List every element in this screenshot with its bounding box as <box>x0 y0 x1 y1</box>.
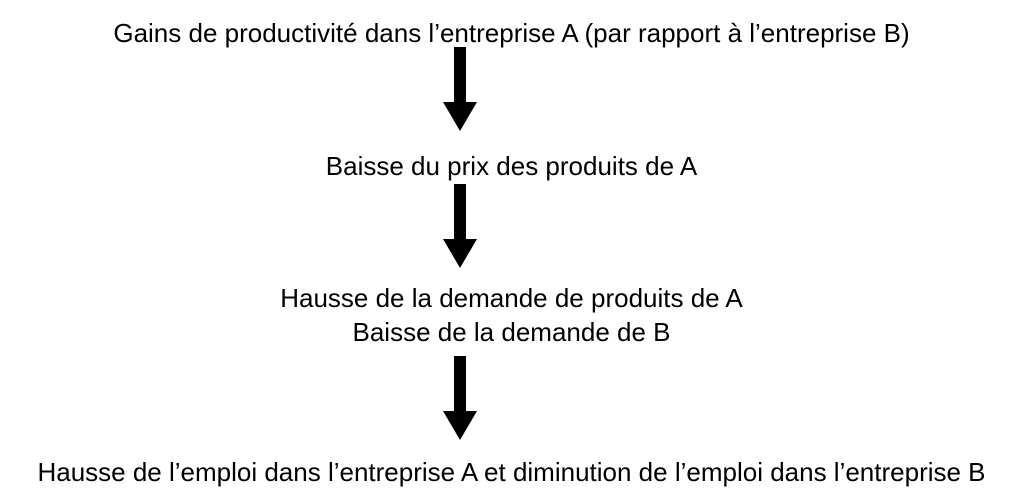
flow-node-price-decrease: Baisse du prix des produits de A <box>0 149 1023 183</box>
flow-node-line: Hausse de la demande de produits de A <box>280 283 743 313</box>
flow-node-line: Baisse de la demande de B <box>352 317 671 347</box>
flow-node-productivity-gains: Gains de productivité dans l’entreprise … <box>0 16 1023 50</box>
flow-node-line: Hausse de l’emploi dans l’entreprise A e… <box>37 457 986 487</box>
flow-node-line: Gains de productivité dans l’entreprise … <box>113 18 910 48</box>
arrow-down-icon <box>442 47 478 131</box>
flow-node-demand-shift: Hausse de la demande de produits de A Ba… <box>0 281 1023 349</box>
flow-node-employment-effects: Hausse de l’emploi dans l’entreprise A e… <box>0 455 1023 489</box>
arrow-down-icon <box>442 184 478 268</box>
arrow-down-icon <box>442 356 478 440</box>
flow-node-line: Baisse du prix des produits de A <box>325 151 698 181</box>
